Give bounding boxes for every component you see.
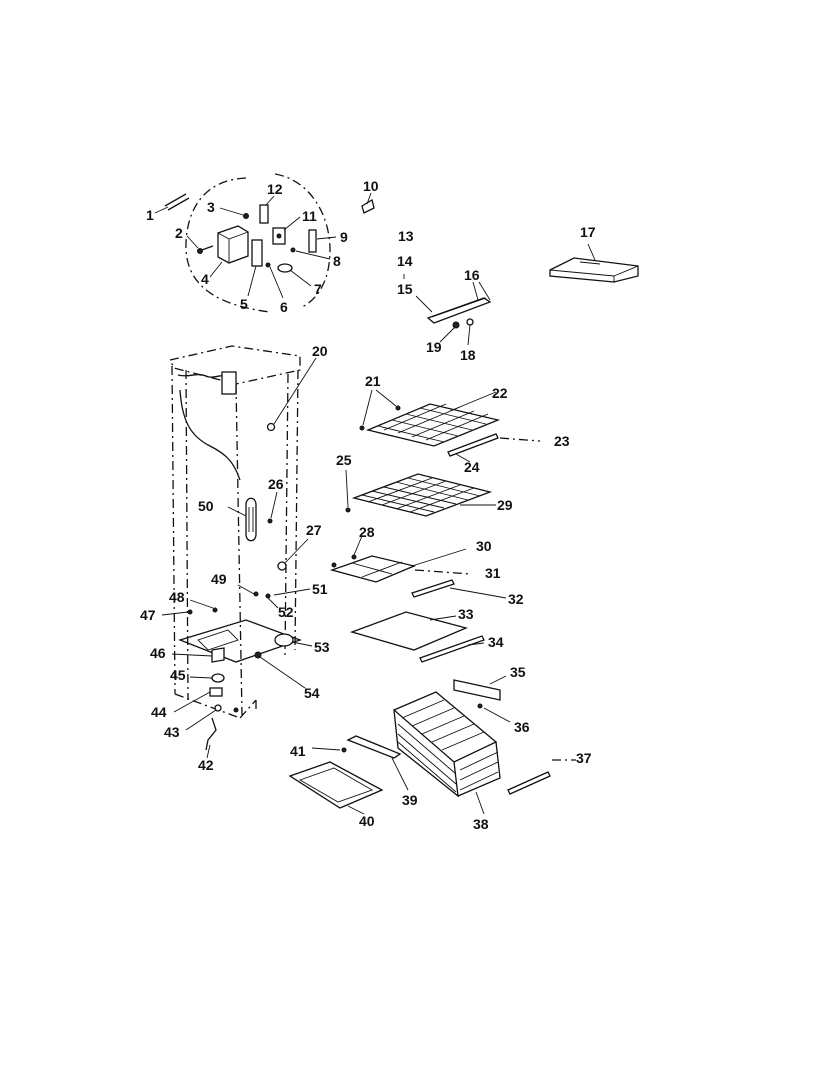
callout-22: 22 (492, 385, 508, 401)
callout-9: 9 (340, 229, 348, 245)
callout-21: 21 (365, 373, 381, 389)
callout-30: 30 (476, 538, 492, 554)
callout-50: 50 (198, 498, 214, 514)
callout-42: 42 (198, 757, 214, 773)
callout-37: 37 (576, 750, 592, 766)
cabinet-liner (161, 345, 317, 759)
callout-47: 47 (140, 607, 156, 623)
callout-12: 12 (267, 181, 283, 197)
callout-3: 3 (207, 199, 215, 215)
callout-11: 11 (302, 208, 317, 224)
callout-36: 36 (514, 719, 530, 735)
callout-53: 53 (314, 639, 330, 655)
callout-43: 43 (164, 724, 180, 740)
callout-19: 19 (426, 339, 442, 355)
callout-15: 15 (397, 281, 413, 297)
callout-28: 28 (359, 524, 375, 540)
callout-31: 31 (485, 565, 501, 581)
callout-29: 29 (497, 497, 513, 513)
callout-45: 45 (170, 667, 186, 683)
callout-33: 33 (458, 606, 474, 622)
callout-10: 10 (363, 178, 379, 194)
callout-32: 32 (508, 591, 524, 607)
callout-2: 2 (175, 225, 183, 241)
callout-46: 46 (150, 645, 166, 661)
shelves (288, 389, 576, 815)
callout-35: 35 (510, 664, 526, 680)
callout-7: 7 (314, 281, 322, 297)
callout-6: 6 (280, 299, 288, 315)
callout-13: 13 (398, 228, 414, 244)
callout-1: 1 (146, 207, 154, 223)
callout-52: 52 (278, 604, 294, 620)
callout-18: 18 (460, 347, 476, 363)
callout-24: 24 (464, 459, 480, 475)
callout-26: 26 (268, 476, 284, 492)
callout-51: 51 (312, 581, 328, 597)
callout-38: 38 (473, 816, 489, 832)
callout-48: 48 (169, 589, 185, 605)
callout-20: 20 (312, 343, 328, 359)
hinge-cluster (154, 173, 375, 313)
callout-40: 40 (359, 813, 375, 829)
callout-49: 49 (211, 571, 227, 587)
callout-54: 54 (304, 685, 320, 701)
callout-34: 34 (488, 634, 504, 650)
callout-44: 44 (151, 704, 167, 720)
callout-8: 8 (333, 253, 341, 269)
upper-right-parts (403, 243, 639, 346)
callout-27: 27 (306, 522, 322, 538)
callout-25: 25 (336, 452, 352, 468)
callout-labels: 1 2 3 4 5 6 7 8 9 10 11 12 13 14 15 16 1… (140, 178, 596, 832)
callout-14: 14 (397, 253, 413, 269)
callout-17: 17 (580, 224, 596, 240)
callout-39: 39 (402, 792, 418, 808)
callout-23: 23 (554, 433, 570, 449)
callout-16: 16 (464, 267, 480, 283)
callout-5: 5 (240, 296, 248, 312)
callout-41: 41 (290, 743, 306, 759)
callout-4: 4 (201, 271, 209, 287)
